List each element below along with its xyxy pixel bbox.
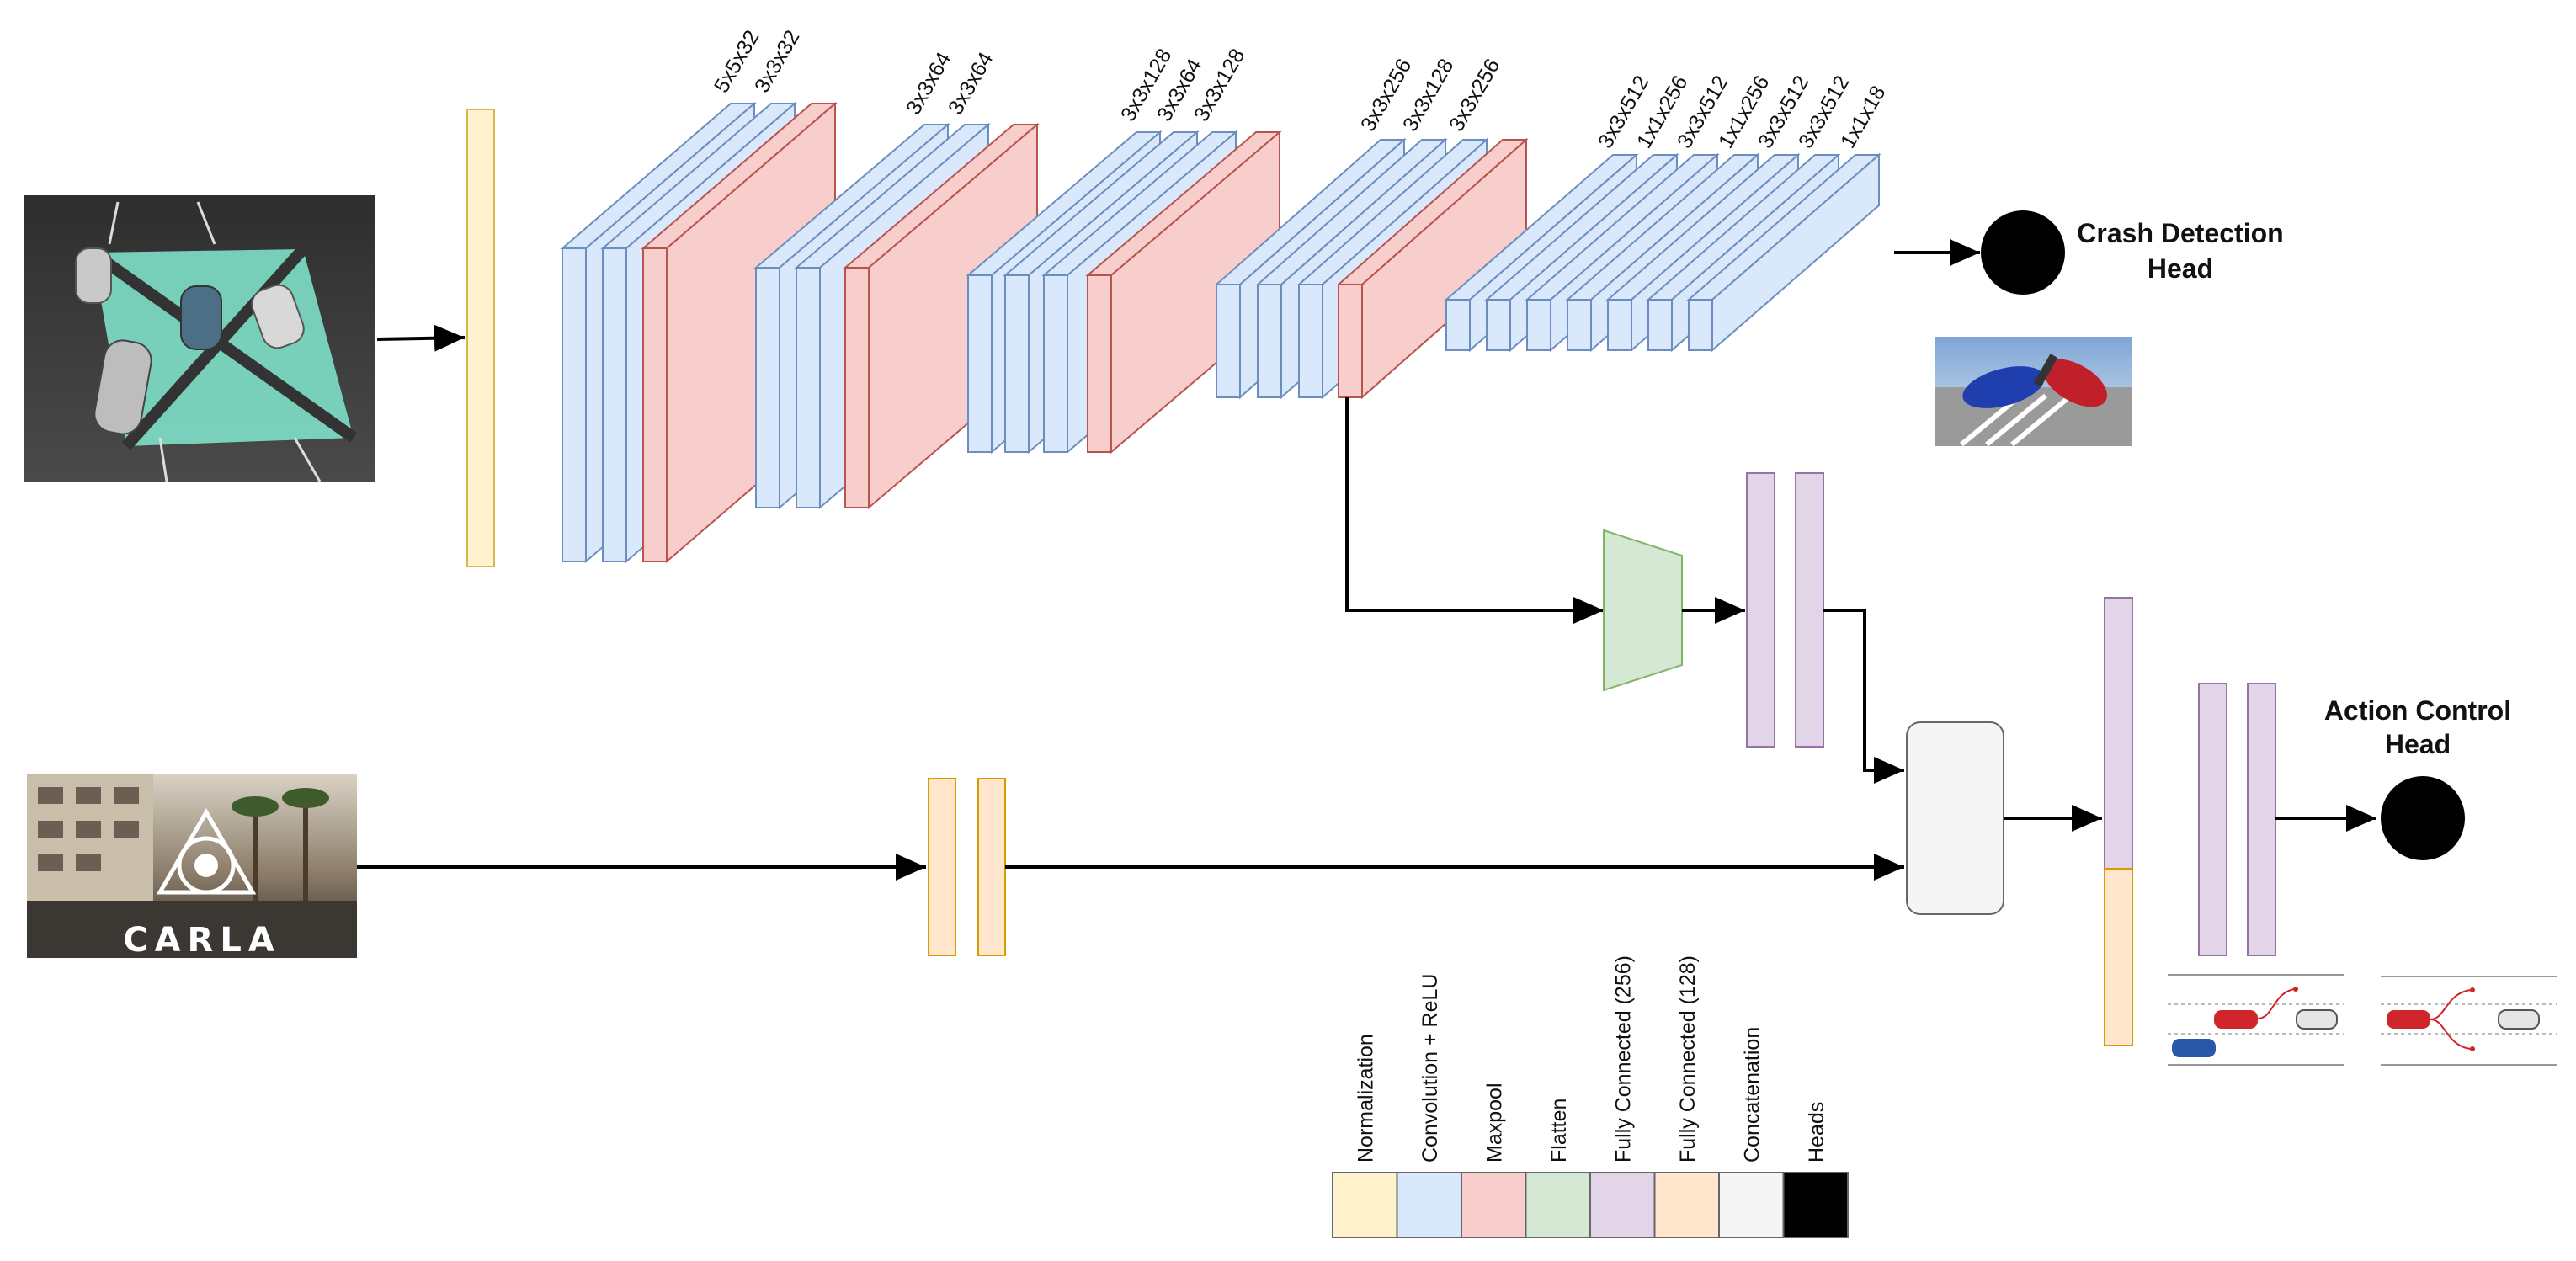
maxpool-layer: [843, 122, 1040, 510]
birdseye-input-image: [24, 195, 375, 482]
legend-swatch: [1589, 1172, 1656, 1238]
kernel-labels: 5x5x32 3x3x32 3x3x64 3x3x64 3x3x128 3x3x…: [710, 26, 1891, 152]
fully-connected-256-layer: [2198, 683, 2227, 956]
flatten-layer: [1603, 529, 1683, 692]
action-control-head-node: [2381, 776, 2465, 860]
legend: Normalization Convolution + ReLU Maxpool Fl…: [1332, 955, 1849, 1238]
lane-change-options-image: [2381, 976, 2557, 1066]
conv-blocks: [560, 101, 1881, 564]
crash-detection-head-node: [1981, 210, 2065, 295]
fully-connected-256-layer: [1795, 472, 1824, 748]
legend-label: Maxpool: [1482, 1083, 1506, 1163]
legend-swatch: [1718, 1172, 1785, 1238]
crash-detection-head-label: Head: [2148, 253, 2213, 284]
action-control-head-label: Action Control: [2324, 695, 2511, 726]
fully-connected-256-layer: [2247, 683, 2276, 956]
legend-label: Normalization: [1354, 1034, 1377, 1163]
legend-swatch: [1332, 1172, 1398, 1238]
legend-label: Flatten: [1547, 1099, 1571, 1163]
concatenated-vector-fc128-part: [2104, 868, 2133, 1046]
concatenation-layer: [1906, 721, 2004, 915]
kernel-label: 3x3x128: [1190, 45, 1250, 125]
carla-logo-text: CARLA: [123, 921, 281, 960]
legend-label: Fully Connected (256): [1611, 955, 1635, 1163]
carla-input-image: CARLA: [27, 774, 357, 960]
fully-connected-256-layer: [1746, 472, 1775, 748]
legend-label: Fully Connected (128): [1676, 955, 1700, 1163]
legend-label: Heads: [1805, 1102, 1828, 1163]
fully-connected-128-layer: [928, 778, 956, 956]
legend-label: Convolution + ReLU: [1418, 974, 1442, 1163]
action-control-head-label: Head: [2385, 729, 2451, 759]
maxpool-layer: [1336, 137, 1529, 400]
legend-swatch: [1396, 1172, 1462, 1238]
legend-swatch: [1525, 1172, 1591, 1238]
crash-detection-head-label: Crash Detection: [2077, 218, 2283, 248]
legend-swatch: [1653, 1172, 1720, 1238]
conv-relu-layer: [1686, 152, 1881, 353]
crash-thumbnail-image: [1935, 337, 2132, 447]
concatenated-vector-fc256-part: [2104, 597, 2133, 870]
lane-change-scenario-image: [2168, 974, 2344, 1066]
fully-connected-128-layer: [977, 778, 1006, 956]
legend-swatch: [1782, 1172, 1849, 1238]
legend-swatch: [1461, 1172, 1527, 1238]
maxpool-layer: [1085, 130, 1282, 455]
legend-label: Concatenation: [1740, 1027, 1764, 1163]
normalization-layer: [466, 109, 495, 567]
